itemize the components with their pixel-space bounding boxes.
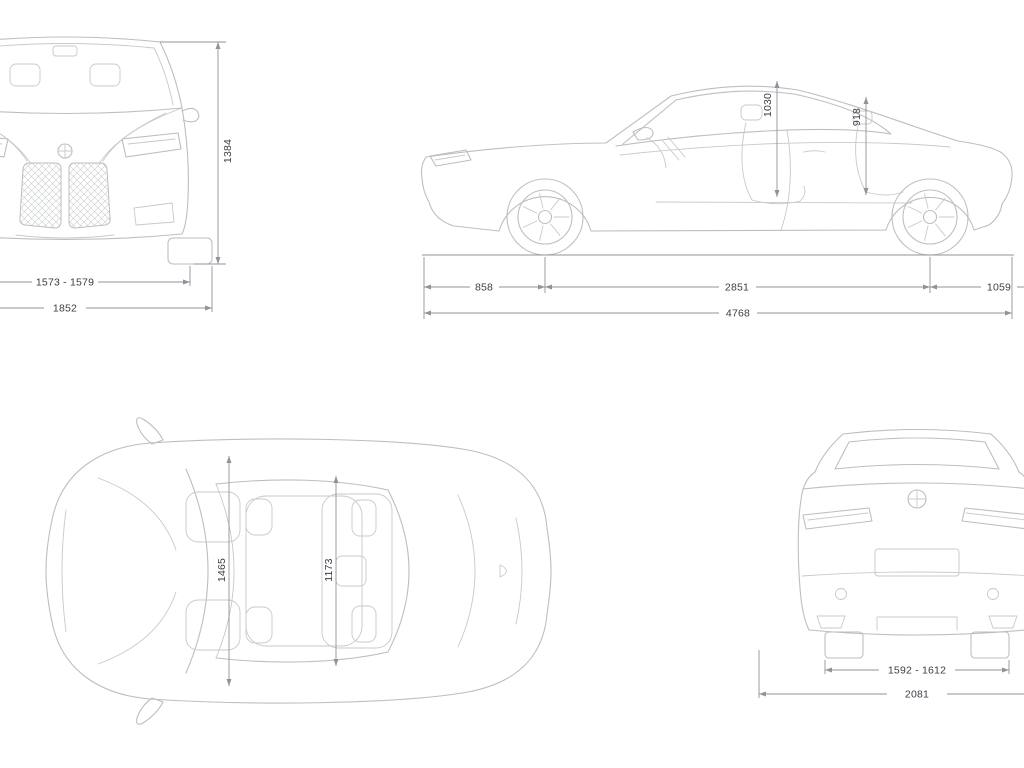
antenna-fin [499, 564, 507, 578]
front-wheel [506, 178, 584, 256]
top-view-seats [185, 491, 393, 651]
front-view-car-outline [0, 36, 200, 241]
exhausts [816, 615, 1018, 629]
license-plate [874, 548, 960, 577]
rear-track-label: 1592 - 1612 [888, 665, 946, 677]
side-view-wheels [506, 178, 969, 256]
front-headroom-label: 1030 [762, 93, 774, 117]
front-seat-headrest [740, 104, 763, 121]
rear-view-car-outline [797, 428, 1024, 636]
side-mirror [632, 126, 654, 141]
front-view-headlights [0, 132, 182, 158]
front-view: 1384 1573 - 1579 1852 [0, 36, 234, 315]
rear-wheel [891, 178, 969, 256]
overall-width-mirrors-label: 2081 [905, 689, 929, 701]
bmw-roundel-front-icon [57, 143, 73, 159]
front-overhang-label: 858 [475, 282, 493, 294]
side-view-dimensions: 1030 918 858 2851 1059 4768 [422, 81, 1024, 320]
front-view-wheels [167, 237, 213, 265]
rear-reflector-left [835, 588, 847, 600]
front-interior-width-label: 1465 [216, 558, 228, 582]
front-view-kidney-grilles [19, 162, 111, 229]
top-mirror-right [136, 697, 164, 725]
overall-height-label: 1384 [222, 139, 234, 163]
rear-reflector-right [987, 588, 999, 600]
side-view-car-outline [420, 85, 1013, 232]
top-view: 1465 1173 [45, 417, 552, 725]
headrest-right [89, 63, 121, 87]
side-view: 1030 918 858 2851 1059 4768 [420, 81, 1024, 320]
overall-width-label: 1852 [53, 303, 77, 315]
rear-view-wheels [824, 631, 1010, 659]
side-view-interior-ghost [646, 104, 913, 205]
rear-overhang-label: 1059 [987, 282, 1011, 294]
overall-length-label: 4768 [726, 308, 750, 320]
top-view-car-outline [45, 417, 552, 725]
rear-view: 1592 - 1612 2081 [758, 428, 1024, 701]
top-mirror-left [136, 417, 164, 445]
front-view-dimensions: 1384 1573 - 1579 1852 [0, 41, 234, 315]
top-view-dimensions: 1465 1173 [216, 456, 339, 686]
rear-headroom-label: 918 [851, 108, 863, 126]
front-track-label: 1573 - 1579 [36, 277, 94, 289]
rear-window [834, 437, 1000, 470]
rear-seat-headrest [852, 110, 873, 125]
rear-view-taillights [802, 507, 1024, 530]
side-headlight [429, 149, 472, 167]
interior-mirror [52, 45, 78, 57]
side-mirrors [181, 107, 200, 123]
rear-view-dimensions: 1592 - 1612 2081 [758, 650, 1024, 701]
roof-panel [245, 495, 363, 647]
headrest-left [9, 63, 41, 87]
wheelbase-label: 2851 [725, 282, 749, 294]
rear-interior-width-label: 1173 [323, 558, 335, 581]
bmw-roundel-rear-icon [907, 489, 927, 509]
